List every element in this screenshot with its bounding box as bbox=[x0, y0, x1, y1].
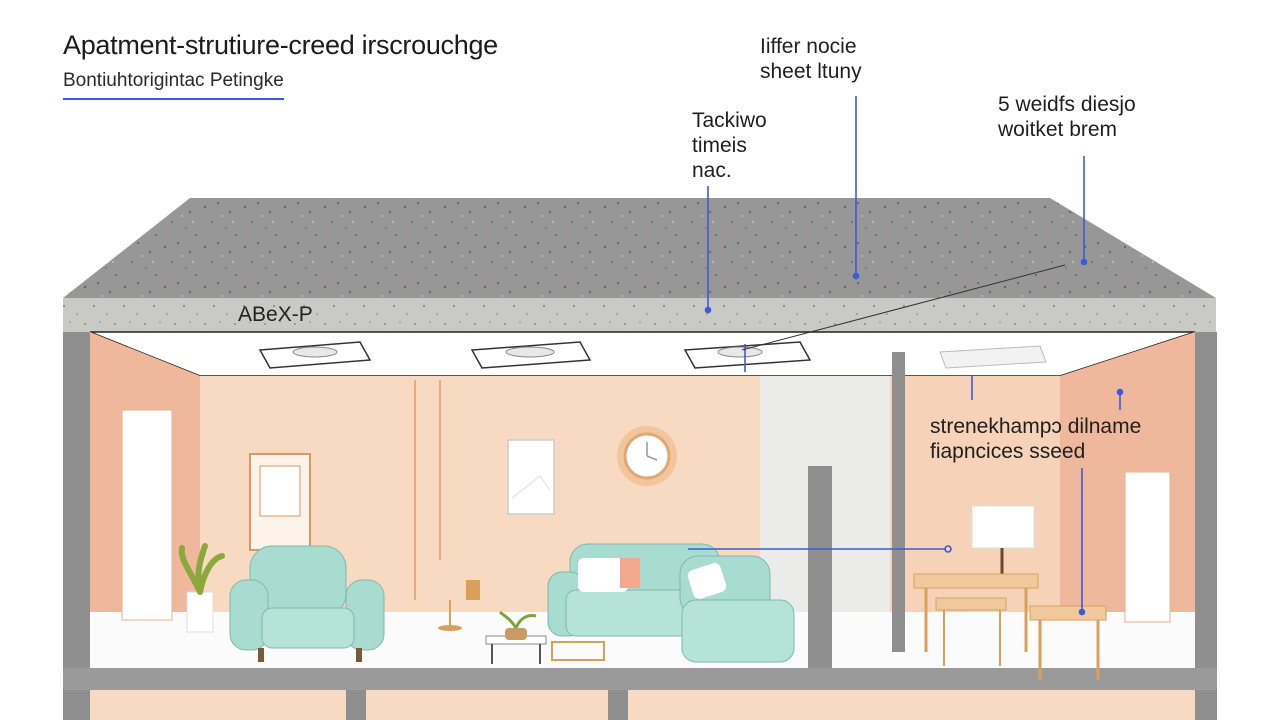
plant-icon bbox=[178, 543, 225, 633]
roof-slab-front bbox=[63, 298, 1216, 332]
diagram-title: Apatment-strutiure-creed irscrouchge bbox=[63, 30, 498, 60]
floor-slab bbox=[63, 668, 1217, 690]
armchair-icon bbox=[229, 545, 385, 662]
right-column bbox=[1195, 332, 1217, 720]
lamp-icon bbox=[414, 380, 480, 631]
ceiling-light-2 bbox=[470, 341, 592, 369]
right-door bbox=[1124, 471, 1171, 623]
callout-top-left: Tackiwo timeis nac. bbox=[692, 109, 767, 182]
thin-post bbox=[892, 352, 905, 652]
coffee-table-icon bbox=[485, 610, 605, 664]
callout-right-middle: strenekhampɔ dilname fiapncices sseed bbox=[930, 415, 1142, 463]
left-door bbox=[121, 409, 173, 621]
ceiling-light-1 bbox=[258, 341, 372, 369]
callout-top-center: Iiffer nocie sheet ltuny bbox=[760, 35, 862, 83]
roof-slab-top bbox=[63, 198, 1216, 298]
clock-icon bbox=[617, 426, 677, 486]
callout-slab: ABeX-P bbox=[238, 303, 313, 326]
lower-column-1 bbox=[346, 690, 366, 720]
lower-column-2 bbox=[608, 690, 628, 720]
sofa-icon bbox=[547, 543, 795, 663]
leader-lines bbox=[688, 96, 1124, 616]
callout-top-right: 5 weidfs diesjo woitket brem bbox=[998, 93, 1136, 141]
desk-with-lamp bbox=[913, 505, 1107, 680]
diagram-subtitle: Bontiuhtorigintaс Petingke bbox=[63, 70, 284, 100]
lower-level bbox=[90, 690, 1195, 720]
ceiling-vent bbox=[939, 345, 1047, 369]
picture-frame-icon bbox=[249, 453, 311, 551]
left-column bbox=[63, 332, 90, 720]
wall-picture bbox=[507, 439, 555, 515]
